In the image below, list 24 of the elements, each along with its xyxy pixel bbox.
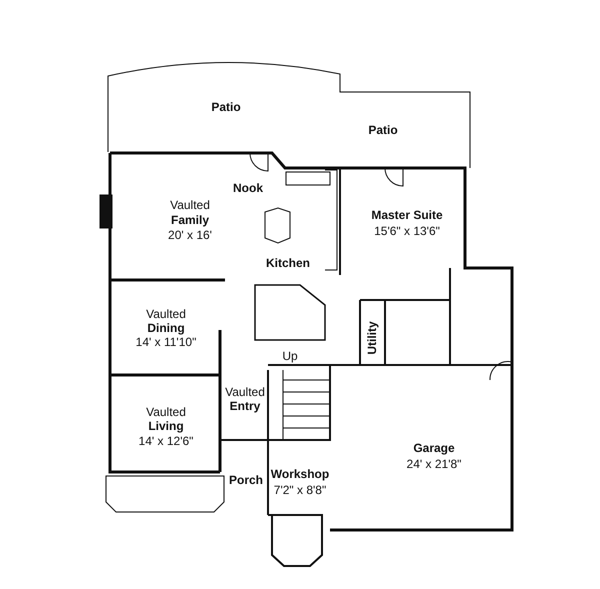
room-label: Utility — [366, 321, 378, 355]
room-label: Porch — [229, 474, 263, 486]
room-label: Patio — [368, 124, 398, 136]
room-label: Vaulted — [146, 406, 186, 418]
room-label: Entry — [230, 400, 260, 412]
room-label: Up — [282, 350, 298, 362]
room-label: Master Suite — [371, 209, 443, 221]
room-label: Vaulted — [170, 199, 210, 211]
dimension-label: 20' x 16' — [168, 229, 212, 241]
room-label: Workshop — [270, 468, 330, 480]
room-label: Family — [171, 214, 209, 226]
room-label: Dining — [147, 322, 185, 334]
room-label: Patio — [211, 101, 241, 113]
dimension-label: 14' x 11'10" — [136, 336, 196, 348]
dimension-label: 14' x 12'6" — [138, 435, 194, 447]
room-label: Vaulted — [146, 308, 186, 320]
room-label: Living — [148, 420, 184, 432]
dimension-label: 24' x 21'8" — [406, 458, 462, 470]
room-label: Kitchen — [266, 257, 310, 269]
dimension-label: 7'2" x 8'8" — [274, 484, 326, 496]
dimension-label: 15'6" x 13'6" — [374, 225, 440, 237]
room-label: Nook — [233, 182, 263, 194]
room-label: Vaulted — [225, 386, 265, 398]
room-label: Garage — [413, 442, 455, 454]
